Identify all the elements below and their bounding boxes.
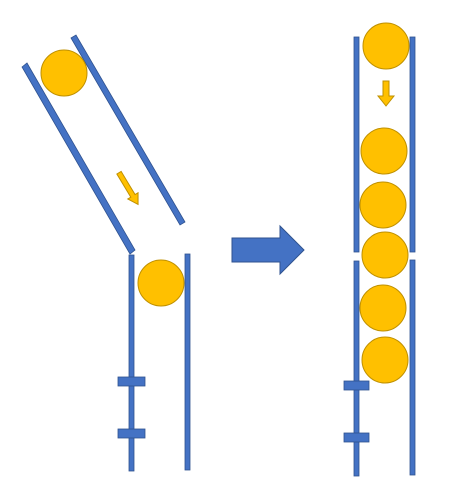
stopper-upper-after [343, 380, 370, 391]
diagonal-down-arrow-icon [116, 170, 139, 206]
stopper-lower [117, 428, 146, 439]
stacked-balls [359, 127, 409, 384]
tube-rail-right [184, 253, 191, 471]
upper-tube-rail-right [409, 36, 416, 253]
down-arrow-icon [376, 80, 396, 107]
right-arrow-icon [231, 224, 305, 276]
chute-rail-right [70, 34, 186, 226]
lower-tube-rail-left [353, 260, 360, 477]
stacked-ball [361, 336, 409, 384]
stacked-ball [360, 127, 408, 175]
angled-chute [21, 34, 186, 255]
ball-top [362, 22, 410, 70]
lower-tube-rail-right [409, 259, 416, 476]
upper-tube-rail-left [353, 36, 360, 253]
vertical-tube-before [128, 253, 191, 472]
stacked-ball [361, 231, 409, 279]
chute-rail-left [21, 62, 136, 255]
stacked-ball [359, 181, 407, 229]
stopper-upper [117, 376, 146, 387]
ball-in-tube [137, 259, 185, 307]
before-state [21, 34, 191, 472]
stacked-ball [359, 284, 407, 332]
tube-rail-left [128, 254, 135, 472]
ball-in-chute [40, 49, 88, 97]
after-state [343, 22, 416, 477]
stopper-lower-after [343, 432, 370, 443]
